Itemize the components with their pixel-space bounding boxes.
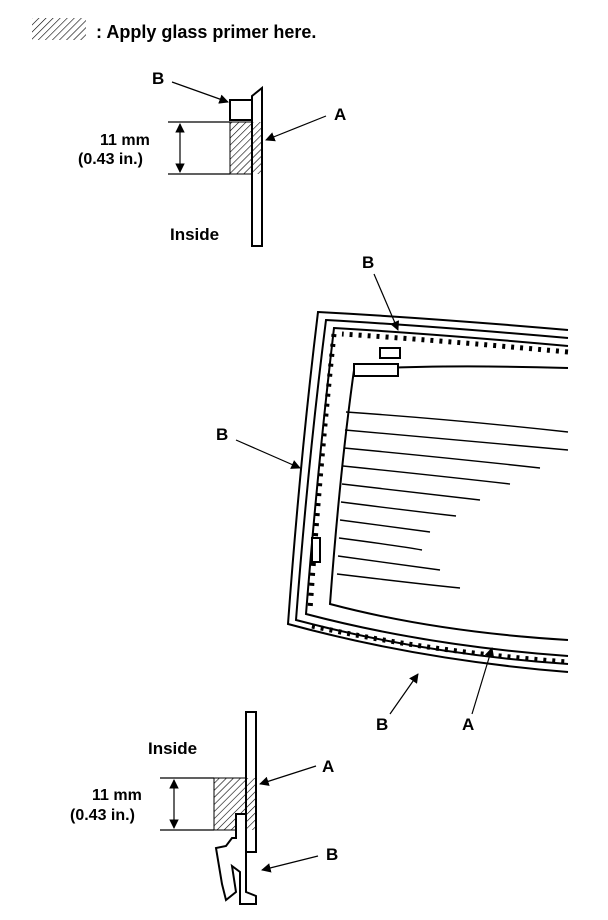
leader-b-bottom — [261, 855, 319, 873]
dim-in-top: (0.43 in.) — [78, 151, 143, 168]
leader-b-top — [171, 81, 229, 104]
callout-a-bottom: A — [322, 757, 334, 776]
rubber-dam-b-bottom — [214, 813, 257, 905]
leader-b-main-top — [373, 273, 400, 331]
primer-on-glass-top — [253, 122, 261, 174]
inside-label-bottom: Inside — [148, 739, 197, 758]
mirror-mount — [353, 363, 399, 377]
inner-border — [328, 365, 569, 641]
primer-band-left — [307, 333, 337, 611]
callout-b-main-top: B — [362, 253, 374, 272]
defroster-lines — [336, 411, 569, 589]
tab-left — [311, 537, 321, 563]
primer-area-top — [229, 121, 253, 175]
rubber-dam-b-top — [229, 99, 253, 121]
windshield-view: B B B A — [216, 253, 569, 734]
leader-a-bottom — [259, 765, 317, 786]
legend-text: : Apply glass primer here. — [96, 22, 316, 42]
leader-a-top — [265, 115, 327, 142]
callout-b-top: B — [152, 69, 164, 88]
outer-moulding-inner — [294, 318, 569, 665]
callout-a-top: A — [334, 105, 346, 124]
leader-a-main-bottom — [471, 647, 495, 715]
glass-edge — [304, 326, 569, 657]
primer-on-glass-bottom — [247, 778, 255, 830]
tab-top — [379, 347, 401, 359]
dim-mm-top: 11 mm — [100, 132, 150, 149]
leader-b-main-left — [235, 439, 301, 469]
callout-b-bottom: B — [326, 845, 338, 864]
callout-a-main-bottom: A — [462, 715, 474, 734]
bottom-detail-section: 11 mm (0.43 in.) Inside A B — [70, 711, 338, 905]
legend: : Apply glass primer here. — [32, 18, 316, 42]
leader-b-main-bottom — [389, 673, 419, 715]
dim-in-bottom: (0.43 in.) — [70, 807, 135, 824]
dim-mm-bottom: 11 mm — [92, 787, 142, 804]
top-detail-section: 11 mm (0.43 in.) B A Inside — [78, 69, 346, 247]
outer-moulding — [286, 310, 569, 673]
callout-b-main-left: B — [216, 425, 228, 444]
hatch-swatch — [32, 18, 86, 40]
inside-label-top: Inside — [170, 225, 219, 244]
callout-b-main-bottom: B — [376, 715, 388, 734]
